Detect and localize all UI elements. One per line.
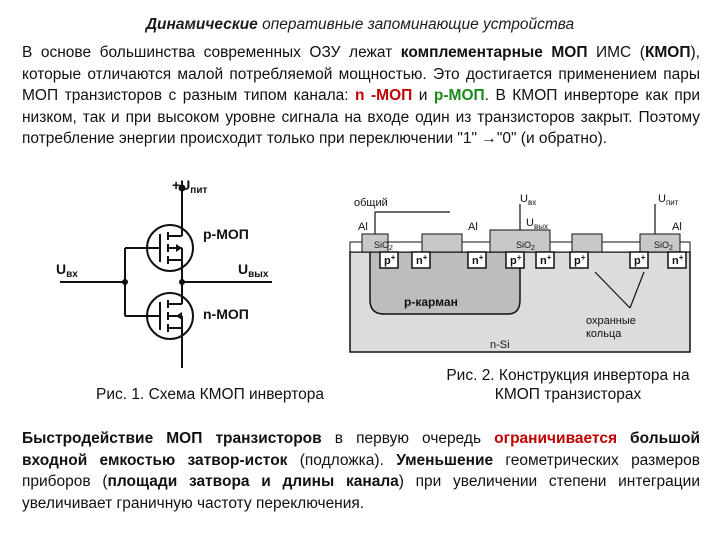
input-label: U — [56, 261, 66, 277]
svg-text:SiO2: SiO2 — [654, 240, 673, 252]
intro-paragraph: В основе большинства современных ОЗУ леж… — [22, 42, 700, 150]
svg-text:Uвх: Uвх — [520, 193, 536, 207]
fig2-caption: Рис. 2. Конструкция инвертора на КМОП тр… — [446, 367, 690, 403]
svg-text:Uвх: Uвх — [56, 261, 78, 280]
svg-text:p+: p+ — [510, 253, 522, 267]
p-well-label: p-карман — [404, 295, 458, 309]
fig1-caption: Рис. 1. Схема КМОП инвертора — [96, 386, 324, 403]
diffusion-plus-7: + — [641, 253, 646, 262]
bottom-capacitance-term: большой входной емкостью затвор-исток — [22, 430, 701, 469]
intro-kmop-term: КМОП — [644, 44, 691, 61]
svg-text:n+: n+ — [540, 253, 552, 267]
al-label-1: Al — [358, 221, 368, 233]
diffusion-n-1: n — [416, 255, 423, 267]
upit-label-sub: пит — [666, 198, 679, 207]
diffusion-p-3: p — [574, 255, 581, 267]
cmos-inverter-schematic: +Uпит р-МОП n-МОП Uвх Uвых — [56, 177, 272, 368]
uin-label: U — [520, 193, 528, 205]
bottom-speed-term: Быстродействие МОП транзисторов — [22, 430, 322, 447]
svg-text:SiO2: SiO2 — [374, 240, 393, 252]
nmos-label: n-МОП — [203, 306, 249, 322]
diffusion-p-2: p — [510, 255, 517, 267]
svg-text:+Uпит: +Uпит — [172, 177, 207, 196]
cmos-structure-diagram: p+ n+ n+ p+ n+ p+ p+ n+ общий Uвх Uвых U… — [349, 193, 691, 353]
upit-label: U — [658, 193, 666, 205]
vdd-label: +U — [172, 177, 190, 193]
svg-text:p+: p+ — [634, 253, 646, 267]
title-bold: Динамические — [145, 16, 258, 33]
sio2-label-3-sub: 2 — [669, 245, 673, 252]
svg-text:n+: n+ — [672, 253, 684, 267]
title-rest: оперативные запоминающие устройства — [257, 16, 575, 33]
intro-text-3: ИМС ( — [587, 44, 645, 61]
bottom-text-4: ) при увеличении степени интеграции увел… — [22, 473, 700, 512]
diffusion-plus-6: + — [581, 253, 586, 262]
bottom-text-3: геометрических размеров приборов ( — [22, 451, 700, 491]
diffusion-n-4: n — [672, 255, 679, 267]
sio2-label-2: SiO — [516, 240, 531, 250]
intro-text-9: . В КМОП инверторе как при низком, так и… — [22, 87, 701, 147]
output-label-sub: вых — [248, 269, 269, 280]
diffusion-p-1: p — [384, 255, 391, 267]
diffusion-plus-2: + — [423, 253, 428, 262]
svg-text:Uпит: Uпит — [658, 193, 679, 207]
svg-text:n+: n+ — [416, 253, 428, 267]
svg-text:p+: p+ — [574, 253, 586, 267]
svg-text:p+: p+ — [384, 253, 396, 267]
sio2-label-1-sub: 2 — [389, 245, 393, 252]
input-label-sub: вх — [66, 269, 78, 280]
diffusion-plus-1: + — [391, 253, 396, 262]
pmos-label: р-МОП — [203, 226, 249, 242]
intro-nmos-term: n -МОП — [355, 87, 413, 104]
al-label-3: Al — [672, 221, 682, 233]
page-title: Динамические оперативные запоминающие ус… — [0, 16, 720, 34]
intro-text-1: В основе большинства современных ОЗУ леж… — [22, 44, 401, 61]
bottom-gate-area-term: площади затвора и длины канала — [107, 473, 399, 490]
guard-rings-line: кольца — [586, 328, 622, 340]
al-label-2: Al — [468, 221, 478, 233]
diffusion-p-4: p — [634, 255, 641, 267]
uout-label: U — [526, 217, 534, 229]
svg-text:SiO2: SiO2 — [516, 240, 535, 252]
sio2-label-3: SiO — [654, 240, 669, 250]
sio2-label-2-sub: 2 — [531, 245, 535, 252]
sio2-label-1: SiO — [374, 240, 389, 250]
svg-text:Uвых: Uвых — [526, 217, 548, 231]
uout-label-sub: вых — [534, 222, 548, 231]
intro-text-5: ), которые отличаются малой потребляемой… — [22, 44, 700, 104]
diffusion-plus-8: + — [679, 253, 684, 262]
vdd-label-sub: пит — [190, 185, 207, 196]
guard-rings-line: охранные — [586, 315, 636, 327]
bottom-limited-term: ограничивается — [494, 430, 617, 447]
common-terminal-label: общий — [354, 197, 388, 209]
intro-pmos-term: p-МОП — [433, 87, 485, 104]
bottom-paragraph: Быстродействие МОП транзисторов в первую… — [22, 428, 700, 514]
output-label: U — [238, 261, 248, 277]
uin-label-sub: вх — [528, 198, 536, 207]
svg-text:n+: n+ — [472, 253, 484, 267]
intro-cmos-term: комплементарные МОП — [400, 44, 588, 61]
diffusion-plus-4: + — [517, 253, 522, 262]
svg-text:Uвых: Uвых — [238, 261, 269, 280]
diffusion-plus-3: + — [479, 253, 484, 262]
bottom-reduction-term: Уменьшение — [396, 451, 494, 469]
intro-text-7: и — [412, 87, 434, 104]
bottom-text-2: (подложка). — [287, 451, 397, 469]
diffusion-n-2: n — [472, 255, 479, 267]
diffusion-plus-5: + — [547, 253, 552, 262]
bottom-text-1: в первую очередь — [321, 430, 495, 447]
diffusion-n-3: n — [540, 255, 547, 267]
n-si-label: n-Si — [490, 339, 510, 351]
